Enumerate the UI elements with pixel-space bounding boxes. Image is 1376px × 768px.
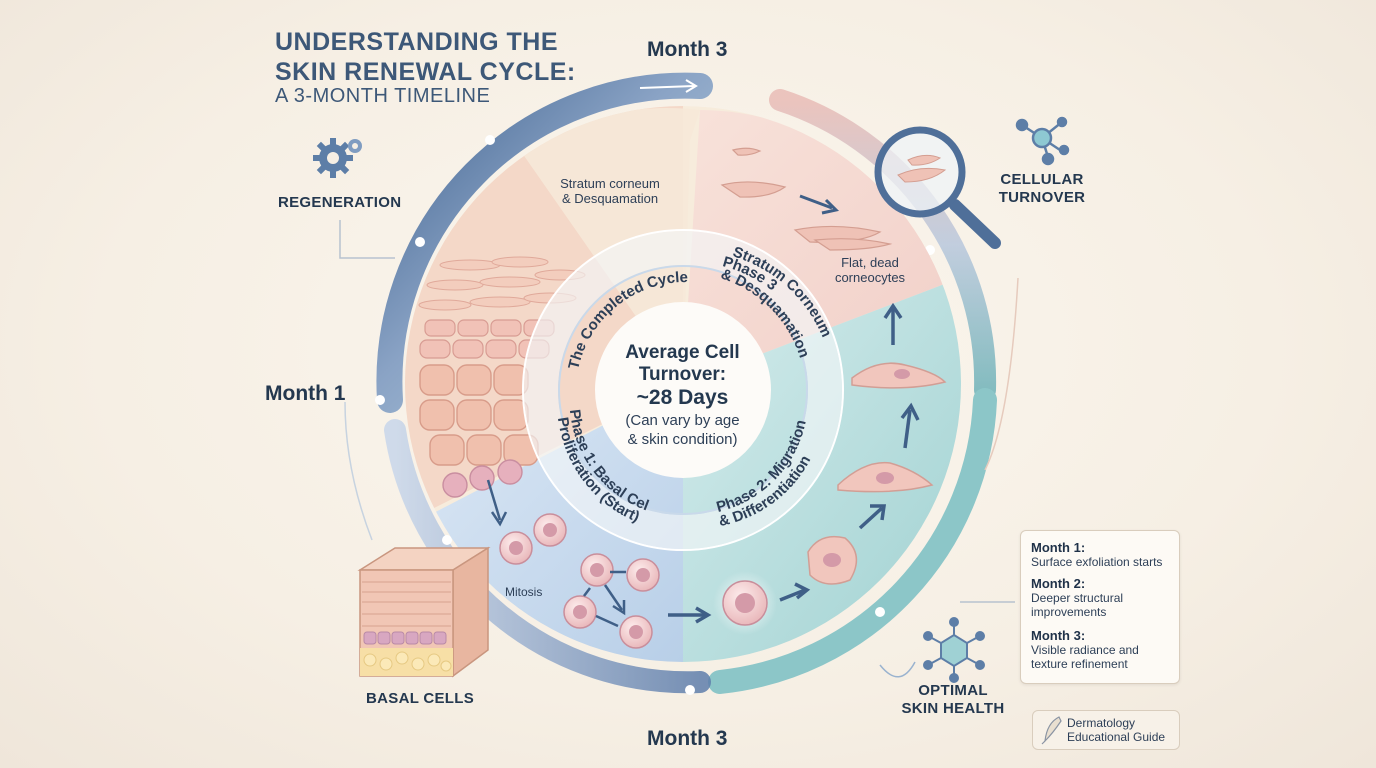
- page-title: UNDERSTANDING THE SKIN RENEWAL CYCLE:: [275, 27, 576, 87]
- skin-layers: [418, 256, 586, 498]
- inner-ring: [524, 231, 842, 549]
- month-label-left: Month 1: [265, 382, 346, 405]
- quill-icon: [1041, 716, 1062, 745]
- basal-cells-group: [486, 479, 660, 649]
- info-item-month2: Month 2: Deeper structural improvements: [1031, 576, 1124, 620]
- corneocytes-annotation: Flat, dead corneocytes: [834, 255, 906, 285]
- educational-guide-badge: Dermatology Educational Guide: [1032, 710, 1180, 750]
- center-note: (Can vary by age & skin condition): [625, 412, 740, 448]
- connector-lines: [339, 220, 1019, 678]
- gear-icon: [313, 138, 362, 178]
- month-label-bottom: Month 3: [647, 727, 728, 750]
- guide-text: Dermatology Educational Guide: [1067, 716, 1166, 744]
- regeneration-label: REGENERATION: [278, 194, 402, 211]
- migration-arrows: [668, 302, 920, 624]
- title-line-2: SKIN RENEWAL CYCLE:: [275, 58, 576, 86]
- timeline-info-box: Month 1: Surface exfoliation starts Mont…: [1020, 530, 1180, 684]
- info-item-month1: Month 1: Surface exfoliation starts: [1031, 540, 1163, 570]
- stratum-annotation: Stratum corneum & Desquamation: [560, 176, 660, 206]
- cellular-turnover-label: CELLULAR TURNOVER: [998, 171, 1086, 206]
- center-circle: [595, 302, 771, 478]
- center-days: ~28 Days: [636, 386, 729, 409]
- optimal-skin-health-label: OPTIMAL SKIN HEALTH: [901, 682, 1005, 717]
- basal-cells-label: BASAL CELLS: [366, 690, 475, 707]
- title-line-1: UNDERSTANDING THE: [275, 28, 559, 56]
- skin-cube-illustration: [357, 546, 491, 678]
- center-title: Average Cell Turnover:: [625, 342, 740, 385]
- page-subtitle: A 3-MONTH TIMELINE: [275, 85, 491, 107]
- info-item-month3: Month 3: Visible radiance and texture re…: [1031, 628, 1139, 672]
- magnifier-icon: [874, 126, 1001, 249]
- month-label-top: Month 3: [647, 38, 728, 61]
- molecule-icon: [1015, 116, 1070, 166]
- corneocyte-flakes: [720, 147, 893, 251]
- mitosis-annotation: Mitosis: [505, 585, 543, 599]
- hexagon-molecule-icon: [923, 617, 985, 683]
- migrating-cells: [713, 362, 947, 635]
